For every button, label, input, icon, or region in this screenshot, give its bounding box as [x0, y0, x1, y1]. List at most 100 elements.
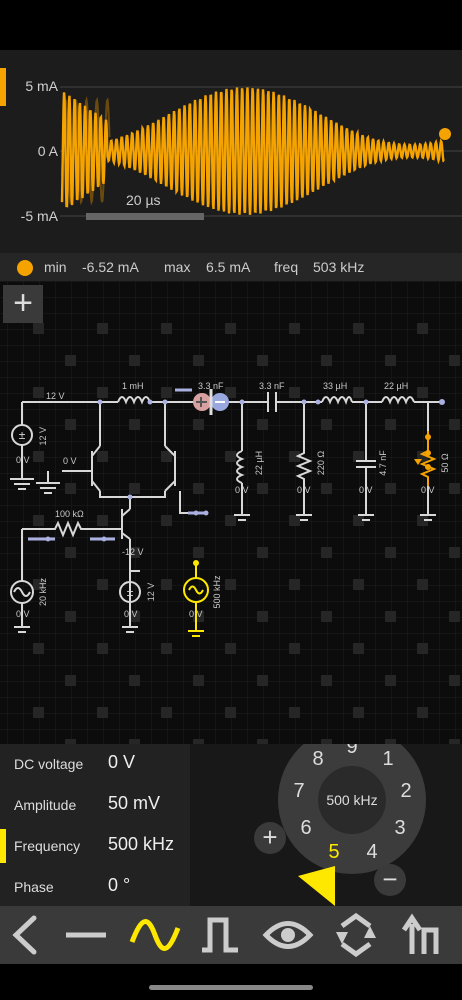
grid-node: [449, 483, 460, 494]
grid-node: [33, 451, 44, 462]
dial-digit-5[interactable]: 5: [328, 841, 339, 863]
grid-node: [33, 643, 44, 654]
dial-digit-1[interactable]: 1: [382, 748, 393, 770]
grid-node: [65, 611, 76, 622]
flip-button[interactable]: [390, 906, 456, 964]
prop-label: DC voltage: [14, 756, 84, 772]
svg-text:±: ±: [19, 428, 26, 442]
grid-node: [385, 739, 396, 744]
grid-node: [225, 643, 236, 654]
grid-node: [257, 611, 268, 622]
grid-node: [65, 739, 76, 744]
grid-node: [33, 323, 44, 334]
label-ac1: 20 kHz: [38, 577, 48, 606]
grid-node: [417, 643, 428, 654]
grid-node: [353, 643, 364, 654]
add-component-button[interactable]: +: [3, 285, 43, 323]
trace-color-dot[interactable]: [17, 260, 33, 276]
label-ac1-0v: 0 V: [16, 609, 30, 619]
grid-node: [129, 739, 140, 744]
grid-node: [321, 611, 332, 622]
home-indicator: [149, 985, 313, 990]
grid-node: [193, 547, 204, 558]
grid-node: [289, 323, 300, 334]
label-r1: 100 kΩ: [55, 509, 84, 519]
ac-source-button[interactable]: [122, 906, 188, 964]
dial-pointer-icon: [298, 866, 335, 906]
grid-node: [193, 419, 204, 430]
prop-row-phase[interactable]: Phase 0 °: [0, 867, 190, 907]
grid-node: [129, 355, 140, 366]
dial-digit-2[interactable]: 2: [400, 780, 411, 802]
grid-node: [449, 739, 460, 744]
max-value: 6.5 mA: [206, 259, 251, 275]
grid-node: [257, 419, 268, 430]
view-button[interactable]: [254, 906, 320, 964]
svg-text:±: ±: [127, 585, 134, 599]
dial-center-value: 500 kHz: [326, 792, 377, 808]
grid-node: [385, 675, 396, 686]
label-l3: 22 µH: [384, 381, 408, 391]
grid-node: [129, 483, 140, 494]
max-label: max: [164, 259, 191, 275]
prop-row-amplitude[interactable]: Amplitude 50 mV: [0, 785, 190, 825]
prop-label: Frequency: [14, 838, 81, 854]
cycle-button[interactable]: [322, 906, 388, 964]
freq-value: 503 kHz: [313, 259, 365, 275]
label-c3-0v: 0 V: [359, 485, 373, 495]
grid-node: [289, 387, 300, 398]
grid-node: [385, 547, 396, 558]
grid-node: [161, 579, 172, 590]
label-base-0v: 0 V: [63, 456, 77, 466]
grid-node: [129, 675, 140, 686]
circuit-schematic[interactable]: 12 V 1 mH 3.3 nF 3.3 nF 33 µH 22 µH 0 V …: [0, 281, 462, 744]
grid-node: [321, 355, 332, 366]
label-src2-12v: 12 V: [146, 583, 156, 602]
flip-icon: [401, 913, 439, 954]
properties-panel: DC voltage 0 V Amplitude 50 mV Frequency…: [0, 744, 190, 906]
label-ac2-0v: 0 V: [189, 609, 203, 619]
increase-button[interactable]: [254, 822, 286, 854]
grid-node: [385, 611, 396, 622]
label-c2: 3.3 nF: [259, 381, 285, 391]
pulse-source-button[interactable]: [188, 906, 254, 964]
cycle-icon: [336, 912, 376, 958]
prop-value: 50 mV: [108, 793, 161, 813]
label-c3: 4.7 nF: [378, 450, 388, 476]
dial-digit-8[interactable]: 8: [312, 748, 323, 770]
oscilloscope-panel[interactable]: 5 mA 0 A -5 mA 20 µs: [0, 50, 462, 253]
back-button[interactable]: [0, 906, 66, 964]
label-r3: 50 Ω: [440, 453, 450, 473]
decrease-button[interactable]: [374, 864, 406, 896]
grid-node: [161, 451, 172, 462]
grid-node: [193, 739, 204, 744]
label-l2: 33 µH: [323, 381, 347, 391]
dial-digit-3[interactable]: 3: [394, 817, 405, 839]
dc-source-button[interactable]: [56, 906, 122, 964]
label-l4-0v: 0 V: [235, 485, 249, 495]
grid-node: [257, 675, 268, 686]
grid-node: [385, 355, 396, 366]
circuit-canvas[interactable]: 12 V 1 mH 3.3 nF 3.3 nF 33 µH 22 µH 0 V …: [0, 281, 462, 744]
prop-row-frequency[interactable]: Frequency 500 kHz: [0, 826, 190, 866]
timescale-label: 20 µs: [126, 192, 161, 208]
grid-node: [65, 419, 76, 430]
label-12v-top: 12 V: [46, 391, 65, 401]
dial-digit-6[interactable]: 6: [300, 817, 311, 839]
dial-digit-4[interactable]: 4: [366, 841, 377, 863]
grid-node: [97, 515, 108, 526]
grid-node: [193, 675, 204, 686]
grid-node: [353, 579, 364, 590]
label-l4: 22 µH: [254, 451, 264, 475]
min-label: min: [44, 259, 67, 275]
grid-node: [225, 451, 236, 462]
prop-row-dc-voltage[interactable]: DC voltage 0 V: [0, 744, 190, 784]
dial-digit-7[interactable]: 7: [293, 780, 304, 802]
y-label-top: 5 mA: [25, 78, 58, 94]
grid-node: [225, 707, 236, 718]
dial-digit-9[interactable]: 9: [346, 744, 357, 758]
label-r2: 220 Ω: [316, 451, 326, 476]
scope-cursor[interactable]: [439, 128, 451, 140]
grid-node: [321, 419, 332, 430]
y-label-mid: 0 A: [37, 143, 58, 159]
